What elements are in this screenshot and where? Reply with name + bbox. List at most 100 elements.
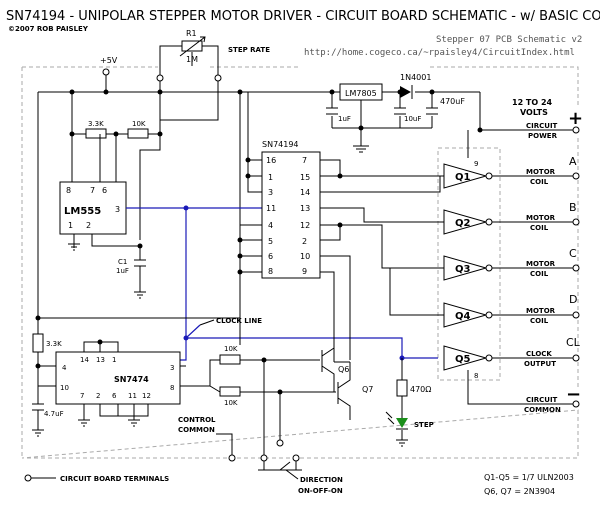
q6-label: Q6	[338, 365, 349, 374]
junction	[358, 125, 364, 131]
junction	[429, 89, 435, 95]
note-uln2003: Q1-Q5 = 1/7 ULN2003	[484, 473, 574, 482]
power-terminal[interactable]	[572, 126, 580, 134]
p7474-14: 14	[80, 356, 89, 364]
r-10k-top-label: 10K	[132, 120, 146, 128]
direction-terminal-mid[interactable]	[276, 439, 284, 447]
junction	[277, 389, 283, 395]
p194-8: 8	[268, 267, 273, 276]
clock-line-pointer	[199, 319, 215, 326]
r1-wires	[159, 45, 219, 75]
r-3k3-left-label: 3.3K	[46, 340, 62, 348]
sn74194-box	[261, 151, 321, 279]
r-10k-b	[219, 386, 241, 397]
p555-7: 7	[90, 186, 95, 195]
q7-label: Q7	[362, 385, 373, 394]
clock-line-label: CLOCK LINE	[216, 317, 262, 325]
control-label: CONTROL	[178, 416, 216, 424]
ground-left	[32, 429, 44, 437]
sn74194-outputs	[320, 159, 444, 362]
r-10k-a-label: 10K	[224, 345, 238, 353]
common-line2: COMMON	[524, 406, 561, 414]
terminal-common[interactable]	[572, 400, 580, 408]
svg-text:8: 8	[474, 372, 478, 380]
p194-16: 16	[266, 156, 276, 165]
p194-12: 12	[300, 221, 310, 230]
p7474-6: 6	[112, 392, 117, 400]
ground-555	[68, 243, 80, 251]
p7474-8: 8	[170, 384, 174, 392]
junction	[183, 335, 189, 341]
output-c-letter: C	[569, 247, 577, 260]
svg-text:Q2: Q2	[455, 218, 471, 229]
r1-terminal-left[interactable]	[156, 74, 164, 82]
terminal-b[interactable]	[572, 218, 580, 226]
terminal-a[interactable]	[572, 172, 580, 180]
step-rate-label: STEP RATE	[228, 46, 270, 54]
output-a-line1: MOTOR	[526, 168, 556, 176]
lm555-lower-wires	[73, 234, 140, 248]
vcc-rail	[37, 75, 335, 345]
r1-to-555	[159, 81, 219, 134]
p194-2: 2	[302, 237, 307, 246]
c1-value: 1uF	[116, 267, 129, 275]
p555-2: 2	[86, 221, 91, 230]
direction-label: DIRECTION	[300, 476, 343, 484]
output-a-letter: A	[569, 155, 577, 168]
p194-1: 1	[268, 173, 273, 182]
note-2n3904: Q6, Q7 = 2N3904	[484, 487, 555, 496]
supply-volts: VOLTS	[520, 108, 548, 117]
r-3k3-left	[32, 333, 44, 353]
output-c-line1: MOTOR	[526, 260, 556, 268]
board-outline	[21, 66, 579, 459]
r1-wiper	[179, 36, 206, 57]
cap-10uf-label: 10uF	[404, 115, 421, 123]
lm555-box	[59, 181, 127, 235]
control-common-terminal[interactable]	[228, 454, 236, 462]
junction	[113, 131, 119, 137]
p194-13: 13	[300, 204, 310, 213]
common-line1: CIRCUIT	[526, 396, 558, 404]
c-47uf	[32, 386, 44, 430]
p194-3: 3	[268, 188, 273, 197]
junction	[237, 237, 243, 243]
p7474-12: 12	[142, 392, 151, 400]
junction	[35, 315, 41, 321]
ground-c1	[134, 291, 146, 299]
common-sign: −	[566, 384, 581, 405]
power-line1: CIRCUIT	[526, 122, 558, 130]
cap-plates	[326, 107, 438, 115]
svg-text:Q4: Q4	[455, 311, 471, 322]
r1-terminal-right[interactable]	[214, 74, 222, 82]
p555-6: 6	[102, 186, 107, 195]
p555-1: 1	[68, 221, 73, 230]
driver-output-wires	[467, 175, 573, 405]
p194-14: 14	[300, 188, 310, 197]
direction-terminal-right[interactable]	[292, 454, 300, 462]
terminal-cl[interactable]	[572, 354, 580, 362]
r-470-label: 470Ω	[410, 385, 431, 394]
step-label: STEP	[414, 421, 434, 429]
r-470	[396, 379, 408, 397]
direction-terminal-left[interactable]	[260, 454, 268, 462]
output-cl-line2: OUTPUT	[524, 360, 556, 368]
junction	[237, 89, 243, 95]
cap-1uf-label: 1uF	[338, 115, 351, 123]
junction	[103, 89, 109, 95]
output-d-letter: D	[569, 293, 577, 306]
p7474-7: 7	[80, 392, 84, 400]
r-3k3-top-label: 3.3K	[88, 120, 104, 128]
p194-15: 15	[300, 173, 310, 182]
driver-q5: Q5 8	[443, 345, 493, 380]
sn74194-left-wires	[240, 159, 262, 273]
terminal-c[interactable]	[572, 264, 580, 272]
direction-switch-lever	[258, 461, 302, 471]
plus5v-terminal	[102, 68, 110, 76]
q6-q7-wires	[240, 340, 351, 455]
output-d-line1: MOTOR	[526, 307, 556, 315]
p555-8: 8	[66, 186, 71, 195]
terminal-d[interactable]	[572, 311, 580, 319]
junction	[183, 205, 189, 211]
